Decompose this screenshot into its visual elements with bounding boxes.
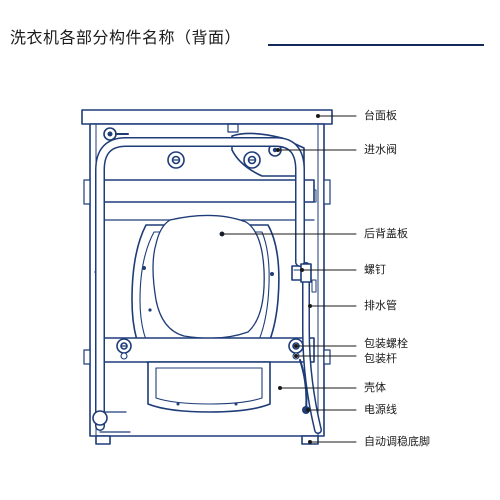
side-tab-left-upper [83, 179, 91, 205]
label-screw: 螺钉 [364, 263, 386, 276]
side-tab-left-lower [83, 349, 91, 365]
slot-4 [311, 279, 317, 293]
label-countertop: 台面板 [364, 109, 397, 122]
drain-pipe-clamp [300, 263, 312, 283]
top-screw-left [167, 151, 185, 169]
cover-screw-right [270, 272, 274, 276]
label-rear-cover: 后背盖板 [364, 227, 408, 240]
side-tab-right-upper [323, 179, 331, 205]
label-shipping-bolt: 包装螺栓 [364, 337, 408, 350]
side-tab-right-lower [323, 349, 331, 365]
countertop-panel [81, 109, 333, 125]
power-cord [299, 359, 308, 411]
title-underline [268, 44, 484, 46]
top-clip [227, 123, 239, 133]
upper-crossbar [99, 179, 315, 203]
lower-drum-outline [147, 361, 271, 413]
shipping-bolt-left [116, 338, 132, 354]
bolt-hole-left [120, 352, 128, 360]
label-leveling-foot: 自动调稳底脚 [364, 435, 430, 448]
label-inlet-valve: 进水阀 [364, 143, 397, 156]
label-power-cord: 电源线 [364, 403, 397, 416]
label-shipping-rod: 包装杆 [364, 352, 397, 365]
cover-screw-left [142, 266, 146, 270]
label-housing: 壳体 [364, 381, 386, 394]
page-title: 洗衣机各部分构件名称（背面） [10, 28, 242, 47]
shipping-rod [99, 337, 315, 363]
foot-left [95, 435, 111, 445]
top-screw-right [243, 151, 261, 169]
label-drain-pipe: 排水管 [364, 299, 397, 312]
pipe-end-left [92, 410, 108, 426]
